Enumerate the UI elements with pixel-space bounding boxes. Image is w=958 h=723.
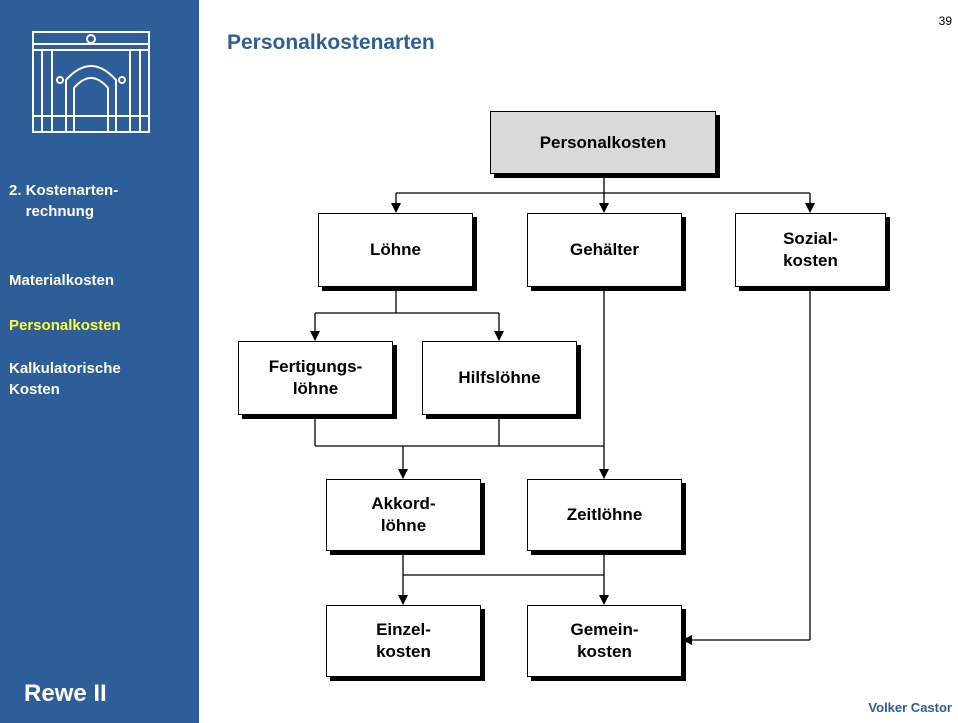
node-loehne: Löhne [318,213,473,287]
nav-item-materialkosten[interactable]: Materialkosten [9,272,115,289]
nav-item-personalkosten[interactable]: Personalkosten [9,317,121,334]
node-fertigungsloehne: Fertigungs- löhne [238,341,393,415]
author-name: Volker Castor [868,700,952,715]
node-zeitloehne: Zeitlöhne [527,479,682,551]
sidebar: 2. Kostenarten- rechnung Materialkosten … [0,0,199,723]
node-sozialkosten: Sozial- kosten [735,213,886,287]
node-akkordloehne: Akkord- löhne [326,479,481,551]
nav-item-kostenartenrechnung[interactable]: 2. Kostenarten- rechnung [9,182,119,220]
building-facade-logo [32,31,150,133]
page-number: 39 [938,14,952,28]
nav-item-kalkulatorische-kosten[interactable]: Kalkulatorische Kosten [9,360,121,398]
node-einzelkosten: Einzel- kosten [326,605,481,677]
node-hilfsloehne: Hilfslöhne [422,341,577,415]
node-gemeinkosten: Gemein- kosten [527,605,682,677]
page-title: Personalkostenarten [227,31,435,54]
node-personalkosten: Personalkosten [490,111,716,174]
node-gehaelter: Gehälter [527,213,682,287]
course-title: Rewe II [24,680,107,707]
